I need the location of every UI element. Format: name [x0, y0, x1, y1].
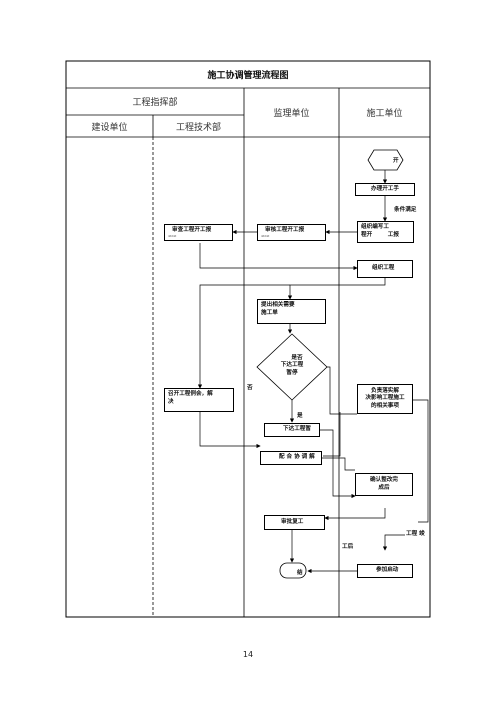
review-start-report-small: ddddd [168, 234, 177, 238]
page-number: 14 [242, 650, 254, 659]
organize-construction-text: 组织工程 [372, 265, 395, 272]
review-start-report-text: 审查工程开工报 [172, 227, 212, 233]
propose-coordination-box: 提出相关需要 施工单 [257, 299, 326, 324]
responsible-box: 负责落实解 决影响工程施工 的相关事项 [357, 384, 413, 414]
table-frame [65, 60, 431, 618]
organize-report-line2: 程开 工报 [361, 231, 399, 238]
start-terminal [367, 149, 404, 171]
audit-start-report-text: 审核工程开工报 [265, 227, 305, 233]
decision-line3: 暂停 [286, 369, 298, 376]
attend-acceptance-box: 参加启动 [357, 564, 413, 578]
no-label: 否 [247, 385, 253, 391]
cooperate-box: 配 合 协 调 解 [260, 451, 322, 465]
column-supervision: 监理单位 [273, 109, 310, 119]
approve-resume-text: 审批复工 [281, 518, 304, 525]
audit-start-report-box: 审核工程开工报 ddddd [257, 224, 326, 241]
start-label: 开 [393, 158, 399, 164]
meeting-line2: 决 [168, 398, 174, 405]
apply-permit-box: 办理开工手 [355, 183, 415, 196]
apply-permit-text: 办理开工手 [371, 185, 399, 192]
propose-coordination-line2: 施工单 [261, 309, 278, 316]
propose-coordination-line1: 提出相关需要 [261, 302, 295, 308]
organize-construction-box: 组织工程 [357, 260, 413, 278]
conditions-met-label: 条件满足 [394, 207, 417, 213]
organize-report-line1: 组织编写工 [361, 224, 389, 230]
audit-start-report-small: ddddd [261, 234, 270, 238]
confirm-line2: 成后 [378, 484, 390, 491]
end-terminal [279, 562, 307, 579]
organize-report-box: 组织编写工 程开 工报 [357, 221, 414, 243]
confirm-line1: 确认整改完 [370, 476, 398, 483]
responsible-line3: 的相关事项 [371, 402, 399, 409]
column-contractor: 施工单位 [366, 109, 403, 119]
decision-line1: 是否 [291, 354, 303, 361]
issue-suspension-text: 下达工程暂 [283, 426, 311, 433]
meeting-box: 召开工程例会，解 决 [164, 388, 234, 412]
issue-suspension-box: 下达工程暂 [264, 423, 320, 437]
end-label: 结 [297, 570, 303, 576]
after-work-label: 工后 [342, 544, 354, 550]
page-title: 施工协调管理流程图 [207, 71, 289, 81]
cooperate-text: 配 合 协 调 解 [279, 454, 315, 461]
decision-text: 是否 下达工程 暂停 [262, 348, 322, 384]
yes-label: 是 [297, 413, 303, 419]
column-tech-dept: 工程技术部 [175, 122, 221, 133]
decision-line2: 下达工程 [280, 362, 304, 369]
review-start-report-box: 审查工程开工报 ddddd [164, 224, 233, 241]
approve-resume-box: 审批复工 [264, 515, 325, 530]
project-done-label: 工程 竣 [406, 531, 425, 537]
confirm-box: 确认整改完 成后 [355, 473, 413, 496]
column-command: 工程指挥部 [132, 98, 178, 108]
responsible-line1: 负责落实解 [371, 387, 399, 394]
meeting-line1: 召开工程例会，解 [168, 391, 213, 397]
responsible-line2: 决影响工程施工 [365, 395, 405, 402]
column-construction-unit: 建设单位 [91, 122, 128, 133]
attend-acceptance-text: 参加启动 [376, 567, 399, 574]
